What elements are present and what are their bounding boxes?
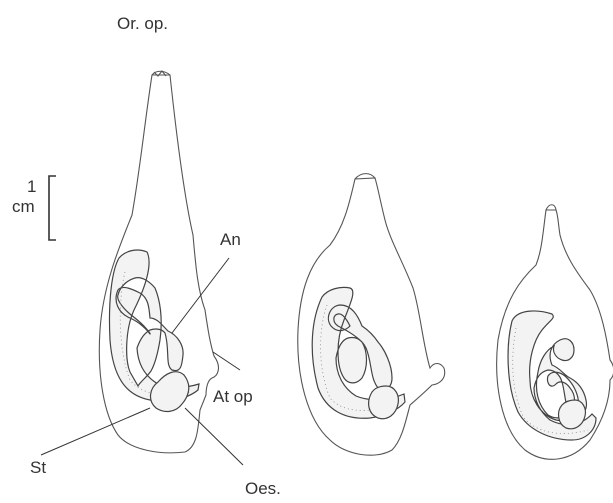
scale-bar-unit: cm (12, 197, 35, 216)
specimen-large-stomach (150, 372, 188, 412)
specimen-small-stomach (559, 400, 586, 429)
specimen-medium-stomach (369, 386, 399, 419)
leader-oesophagus (185, 408, 243, 465)
label-atrial-opening: At op (213, 387, 253, 406)
leader-stomach (41, 408, 150, 455)
scale-bar: 1 cm (12, 176, 56, 240)
specimen-medium (298, 174, 445, 456)
leader-anus (172, 258, 229, 333)
specimen-large (99, 71, 218, 453)
scale-bar-value: 1 (27, 177, 36, 196)
label-oesophagus: Oes. (245, 479, 281, 498)
label-anus: An (220, 230, 241, 249)
label-stomach: St (30, 458, 46, 477)
specimen-small (497, 205, 613, 460)
label-oral-opening: Or. op. (117, 14, 168, 33)
